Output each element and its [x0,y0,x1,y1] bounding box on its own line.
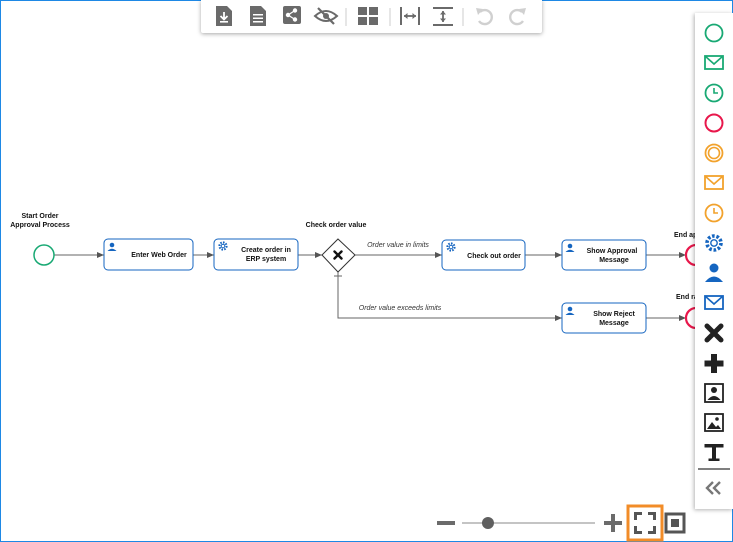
zoom-controls [437,504,686,542]
layout-icon[interactable] [358,7,378,25]
service-task-icon[interactable] [705,234,723,252]
end-approved-label: End ap [674,232,697,239]
condition-exceeds: Order value exceeds limits [359,305,442,312]
shape-palette [695,13,733,509]
sequence-flows [54,252,686,321]
user-icon [107,242,117,251]
task-label: Show Reject [593,311,635,318]
gateway-label: Check order value [306,222,367,229]
redo-icon[interactable] [509,8,526,26]
end-event-icon[interactable] [704,113,724,133]
fit-to-screen-button[interactable] [626,504,664,542]
user-icon [565,306,575,315]
user-task-icon[interactable] [705,263,723,283]
start-event[interactable] [33,244,55,266]
zoom-slider-handle[interactable] [481,517,494,529]
parallel-gateway-icon[interactable] [704,354,724,373]
message-task-icon[interactable] [704,295,724,310]
contact-icon[interactable] [704,383,724,403]
document-icon[interactable] [250,6,266,26]
undo-icon[interactable] [476,8,493,26]
timer-start-icon[interactable] [704,83,724,103]
fit-width-icon[interactable] [400,7,420,25]
task-create-order[interactable]: Create order in ERP system [213,238,299,271]
start-event-icon[interactable] [704,23,724,43]
user-icon [565,243,575,252]
top-toolbar [201,0,542,33]
share-icon[interactable] [283,6,301,24]
task-label-2: ERP system [246,256,286,263]
message-intermediate-icon[interactable] [704,175,724,190]
task-label: Enter Web Order [131,252,187,259]
end-rejected-label: End ra [676,294,698,301]
condition-in-limits: Order value in limits [367,242,429,249]
fit-height-icon[interactable] [433,7,453,26]
task-label-2: Message [599,320,629,327]
task-label-2: Message [599,257,629,264]
download-icon[interactable] [216,6,232,26]
start-event-label: Start Order [22,213,59,220]
collapse-icon[interactable] [705,481,721,495]
flow-gateway-to-reject[interactable] [337,272,562,321]
intermediate-event-icon[interactable] [704,143,724,163]
gear-icon [446,242,456,252]
exclusive-gateway[interactable] [321,238,356,273]
task-check-out-order[interactable]: Check out order [441,239,526,271]
task-show-reject[interactable]: Show Reject Message [561,302,647,334]
text-icon[interactable] [704,444,724,461]
task-enter-web-order[interactable]: Enter Web Order [103,238,194,271]
hide-icon[interactable] [313,7,339,25]
exclusive-gateway-icon[interactable] [704,323,724,343]
gear-icon [218,241,228,251]
image-icon[interactable] [704,413,724,432]
task-label: Show Approval [587,248,638,255]
task-label: Create order in [241,247,291,254]
actual-size-button[interactable] [664,512,686,534]
start-event-label-2: Approval Process [10,222,70,229]
task-label: Check out order [467,253,521,260]
message-start-icon[interactable] [704,55,724,70]
zoom-out-button[interactable] [437,521,455,525]
timer-intermediate-icon[interactable] [704,203,724,223]
task-show-approval[interactable]: Show Approval Message [561,239,647,271]
zoom-in-button[interactable] [604,514,622,532]
